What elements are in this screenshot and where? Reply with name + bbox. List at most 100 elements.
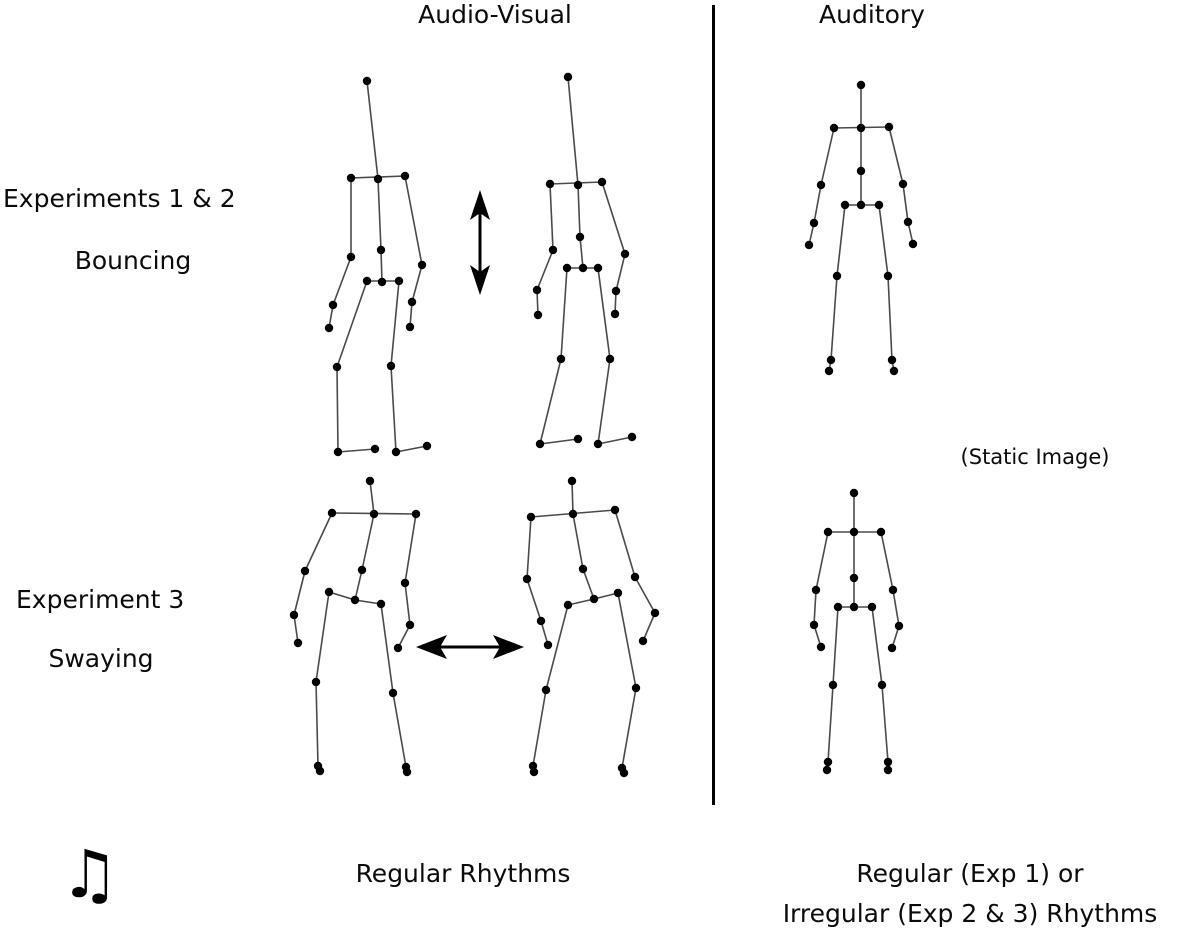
- swaying-av-frame-2: [505, 473, 660, 778]
- joint-dot-lelb: [522, 574, 532, 584]
- bouncing-av-frame-1: [310, 75, 450, 457]
- bouncing-auditory-static: [795, 78, 925, 383]
- footer-left-rhythm-text: Regular Rhythms: [355, 859, 571, 888]
- joint-dot-lhand: [533, 310, 543, 320]
- joint-dot-rhip: [874, 200, 884, 210]
- joint-dot-pelvis: [849, 602, 859, 612]
- joint-dot-lwri: [809, 218, 819, 228]
- joint-dot-chest: [849, 573, 859, 583]
- footer-right-rhythm-line2: Irregular (Exp 2 & 3) Rhythms: [782, 899, 1158, 928]
- limb-segments: [536, 76, 633, 445]
- bouncing-av-frame-2: [515, 72, 655, 449]
- joint-dot-chest: [357, 565, 367, 575]
- joint-dot-relb: [417, 260, 427, 270]
- joint-dot-rhand: [610, 309, 620, 319]
- joint-dot-neck: [373, 174, 383, 184]
- joint-dot-head: [849, 488, 859, 498]
- joint-dot-head: [563, 72, 573, 82]
- joint-dot-lhip: [324, 587, 334, 597]
- joint-dot-neck: [573, 180, 583, 190]
- joint-dot-rtoe: [391, 447, 401, 457]
- joint-dot-rknee: [386, 361, 396, 371]
- joint-dot-head: [362, 76, 372, 86]
- swaying-auditory-static: [795, 485, 925, 775]
- joint-dot-lknee: [832, 271, 842, 281]
- joint-dot-rank: [422, 441, 432, 451]
- joint-dot-rhand: [908, 239, 918, 249]
- joint-dot-lank: [573, 434, 583, 444]
- joint-dot-rtoe: [889, 366, 899, 376]
- joint-dot-neck: [849, 527, 859, 537]
- joint-dot-lhand: [804, 240, 814, 250]
- limb-segments: [293, 480, 417, 773]
- joint-dot-lank: [826, 355, 836, 365]
- joint-dot-ltoe: [315, 766, 325, 776]
- joint-dot-pelvis: [350, 595, 360, 605]
- joint-dot-rhip: [593, 263, 603, 273]
- joint-dot-lwri: [536, 616, 546, 626]
- joint-dot-lsho: [346, 173, 356, 183]
- joint-dot-rknee: [877, 680, 887, 690]
- music-note-icon: ♫: [60, 836, 120, 913]
- joint-dot-lhand: [543, 640, 553, 650]
- joint-dot-rwri: [650, 608, 660, 618]
- joint-dot-ltoe: [333, 447, 343, 457]
- joint-dot-neck: [568, 509, 578, 519]
- joint-dots: [804, 80, 918, 376]
- joint-dot-lank: [823, 757, 833, 767]
- joint-dot-relb: [400, 578, 410, 588]
- joint-dot-head: [365, 476, 375, 486]
- static-image-caption: (Static Image): [960, 445, 1110, 469]
- joint-dots: [324, 76, 432, 457]
- row-label-experiment-3: Experiment 3: [16, 585, 185, 614]
- joint-dot-rank: [627, 432, 637, 442]
- joint-dot-rtoe: [883, 765, 893, 775]
- joint-dot-head: [567, 476, 577, 486]
- joint-dot-lwri: [532, 285, 542, 295]
- joint-dot-rhip: [613, 588, 623, 598]
- joint-dot-rwri: [407, 297, 417, 307]
- joint-dot-rsho: [411, 509, 421, 519]
- row-label-bouncing: Bouncing: [74, 246, 192, 275]
- joint-dot-lwri: [809, 620, 819, 630]
- column-divider: [712, 5, 715, 805]
- joint-dot-lelb: [300, 566, 310, 576]
- row-label-swaying: Swaying: [48, 644, 154, 673]
- joint-dot-lhand: [293, 638, 303, 648]
- horizontal-double-arrow-icon: [416, 630, 524, 668]
- joint-dot-rhip: [867, 602, 877, 612]
- joint-dot-lhip: [562, 263, 572, 273]
- joint-dot-chest: [578, 564, 588, 574]
- joint-dot-lsho: [545, 179, 555, 189]
- joint-dot-neck: [369, 509, 379, 519]
- joint-dot-lwri: [328, 300, 338, 310]
- joint-dot-lsho: [327, 508, 337, 518]
- joint-dot-rsho: [597, 177, 607, 187]
- joint-dot-rwri: [894, 621, 904, 631]
- joint-dot-rtoe: [619, 768, 629, 778]
- joint-dot-rhand: [393, 643, 403, 653]
- joint-dot-lhip: [840, 200, 850, 210]
- joint-dot-rhip: [394, 276, 404, 286]
- swaying-av-frame-1: [278, 473, 428, 777]
- joint-dot-lelb: [346, 252, 356, 262]
- joint-dot-rank: [887, 355, 897, 365]
- row-label-experiments-1-2: Experiments 1 & 2: [3, 184, 236, 213]
- joint-dots: [532, 72, 637, 449]
- joint-dots: [809, 488, 904, 775]
- footer-right-rhythm-line1: Regular (Exp 1) or: [856, 859, 1084, 888]
- joint-dot-lsho: [823, 527, 833, 537]
- joint-dot-relb: [888, 585, 898, 595]
- vertical-double-arrow-icon: [462, 190, 498, 299]
- joint-dot-lhand: [324, 323, 334, 333]
- joint-dot-chest: [856, 166, 866, 176]
- column-header-auditory: Auditory: [819, 0, 925, 29]
- joint-dot-ltoe: [824, 366, 834, 376]
- joint-dot-lhip: [362, 276, 372, 286]
- joint-dot-neck: [856, 123, 866, 133]
- joint-dots: [522, 476, 660, 778]
- joint-dot-lsho: [829, 123, 839, 133]
- joint-dot-lelb: [548, 245, 558, 255]
- joint-dot-rknee: [883, 271, 893, 281]
- joint-dot-lknee: [332, 362, 342, 372]
